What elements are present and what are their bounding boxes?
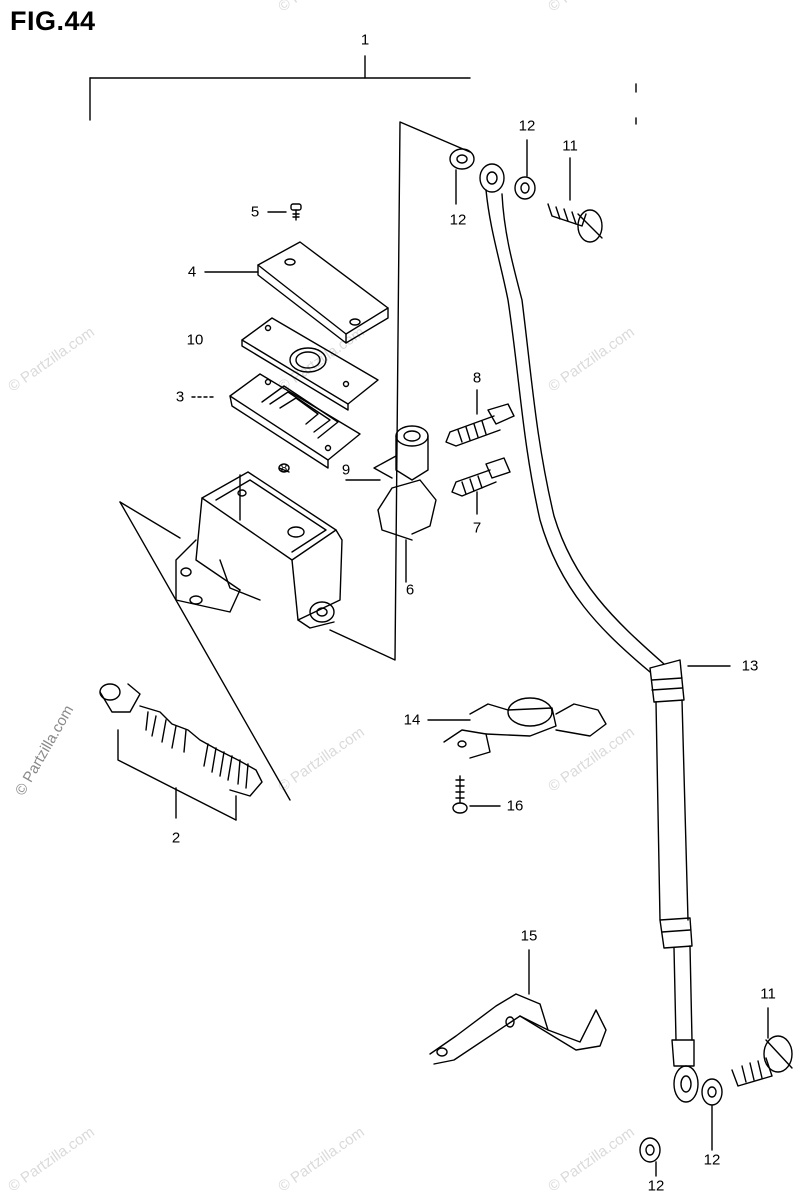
washer-12c [639, 1137, 661, 1163]
clamp-6 [373, 425, 437, 583]
figure-title: FIG.44 [10, 6, 96, 36]
banjo-bolt-11a [547, 157, 603, 243]
brake-hose-13 [479, 163, 699, 1103]
plate-10 [241, 317, 379, 411]
diaphragm-3 [229, 373, 361, 469]
screw-5 [290, 203, 302, 221]
callout-4: 4 [187, 263, 197, 281]
callout-8-small: 8 [280, 461, 288, 475]
reservoir-cap-4 [257, 241, 389, 344]
callout-12-bottom-left: 12 [647, 1177, 665, 1195]
callout-1: 1 [360, 31, 370, 49]
callout-8: 8 [472, 369, 482, 387]
callout-12-top-left: 12 [449, 211, 467, 229]
bolt-8 [445, 389, 515, 447]
screw-16 [452, 775, 501, 814]
callout-9: 9 [341, 461, 351, 479]
plug-9 [278, 463, 290, 473]
callout-14: 14 [403, 711, 421, 729]
master-cylinder-body [175, 471, 343, 629]
bracket-15 [429, 949, 607, 1065]
callout-11-bottom: 11 [760, 985, 776, 1003]
callout-2: 2 [171, 829, 181, 847]
callout-13: 13 [741, 657, 759, 675]
bolt-7 [451, 457, 511, 515]
washer-12a [449, 148, 475, 170]
callout-5: 5 [250, 203, 260, 221]
banjo-bolt-11b [731, 1007, 793, 1087]
hose-clamp-14 [443, 697, 607, 759]
callout-10: 10 [186, 331, 204, 349]
callout-16: 16 [506, 797, 524, 815]
washer-12d [701, 1078, 723, 1106]
callout-15: 15 [520, 927, 538, 945]
callout-11-top: 11 [562, 137, 578, 155]
callout-12-top-right: 12 [518, 117, 536, 135]
piston-kit-2 [99, 683, 263, 821]
callout-7: 7 [472, 519, 482, 537]
callout-6: 6 [405, 581, 415, 599]
washer-12b [514, 176, 536, 200]
callout-12-bottom-right: 12 [703, 1151, 721, 1169]
callout-3: 3 [175, 388, 185, 406]
